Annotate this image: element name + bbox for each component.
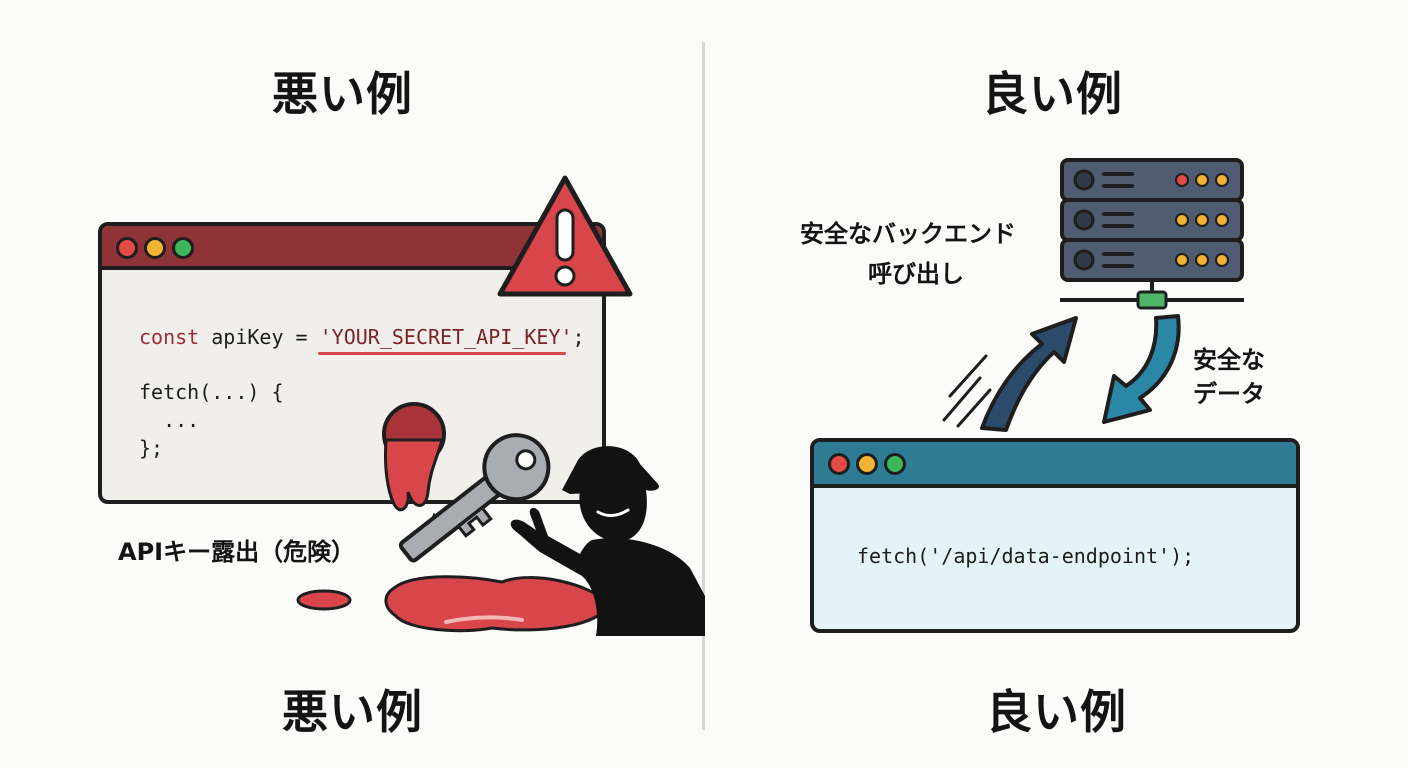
bad-code-line-2: fetch(...) {: [139, 380, 284, 404]
request-arrow-icon: [942, 316, 1078, 432]
minimize-dot: [144, 237, 166, 259]
hacker-silhouette-icon: [510, 446, 705, 636]
secret-underline: [318, 352, 566, 355]
code-semicolon: ;: [572, 325, 585, 349]
bad-code-line-1: const apiKey = 'YOUR_SECRET_API_KEY';: [139, 325, 585, 349]
code-keyword: const: [139, 325, 200, 349]
secure-backend-label-line-1: 安全なバックエンド: [800, 220, 1016, 248]
secure-data-label-line-1: 安全な: [1193, 346, 1265, 374]
server-icon: [1060, 158, 1244, 310]
secure-backend-label-line-2: 呼び出し: [868, 260, 964, 288]
bad-window-titlebar: [102, 226, 602, 270]
bad-example-title-bottom: 悪い例: [282, 685, 423, 739]
bad-example-title: 悪い例: [272, 67, 413, 121]
maximize-dot: [172, 237, 194, 259]
minimize-dot: [856, 453, 878, 475]
good-code-line: fetch('/api/data-endpoint');: [857, 544, 1195, 568]
secret-api-key-string: 'YOUR_SECRET_API_KEY': [319, 325, 573, 349]
good-example-title-bottom: 良い例: [986, 685, 1127, 739]
close-dot: [116, 237, 138, 259]
good-code-window: [810, 438, 1300, 633]
warning-icon: [497, 175, 633, 297]
code-declaration: apiKey =: [199, 325, 320, 349]
bad-code-line-3: ...: [139, 408, 200, 432]
maximize-dot: [884, 453, 906, 475]
api-key-exposed-caption: APIキー露出（危険）: [118, 538, 356, 566]
good-example-title: 良い例: [982, 67, 1123, 121]
response-arrow-icon: [1102, 314, 1181, 424]
center-divider: [702, 42, 705, 730]
close-dot: [828, 453, 850, 475]
secure-data-label-line-2: データ: [1193, 380, 1265, 408]
leaking-key-icon: [296, 402, 610, 633]
bad-code-line-4: };: [139, 436, 164, 460]
good-window-titlebar: [814, 442, 1296, 488]
